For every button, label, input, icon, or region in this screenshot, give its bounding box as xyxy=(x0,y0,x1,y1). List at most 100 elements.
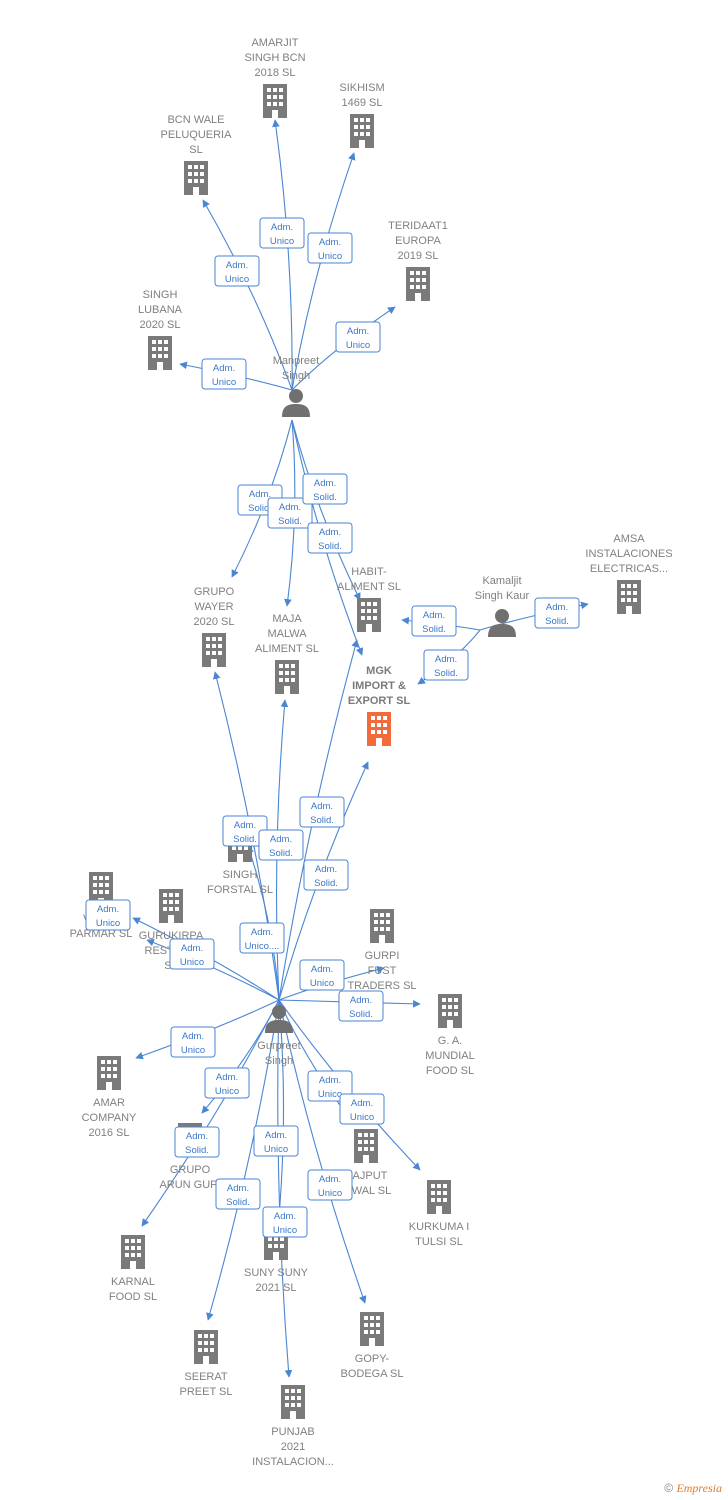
badge-box xyxy=(299,796,345,828)
node-label: Gurpreet xyxy=(257,1040,300,1052)
building-icon xyxy=(370,909,394,943)
node-label: G. A. xyxy=(438,1035,462,1047)
relation-badge-gurpreet-forstal[interactable]: Adm.Unico.... xyxy=(239,922,285,954)
node-habit[interactable]: HABIT-ALIMENT SL xyxy=(337,566,401,632)
node-label: 2020 SL xyxy=(194,616,235,628)
relation-badge-gurpreet-amar[interactable]: Adm.Unico xyxy=(170,1026,216,1058)
edge-gurpreet-seerat xyxy=(206,999,280,1321)
node-label: IMPORT & xyxy=(352,680,406,692)
node-label: SINGH BCN xyxy=(244,52,305,64)
relation-badge-gurpreet-kurkuma[interactable]: Adm.Unico xyxy=(339,1093,385,1125)
relation-badge-gurpreet-gopy[interactable]: Adm.Unico xyxy=(262,1206,308,1238)
edge-manpreet-sikhism xyxy=(291,152,356,391)
badge-label: Solid. xyxy=(269,848,293,859)
relation-badge-gurpreet-arungupi[interactable]: Adm.Unico xyxy=(204,1067,250,1099)
relation-badge-gurpreet-majamalwa[interactable]: Adm.Solid. xyxy=(258,829,304,861)
badge-label: Adm. xyxy=(97,904,119,915)
node-label: TRADERS SL xyxy=(347,980,416,992)
node-label: EUROPA xyxy=(395,235,441,247)
edge-gurpreet-gurukirpa xyxy=(146,938,280,1001)
badge-label: Adm. xyxy=(249,489,271,500)
badge-label: Adm. xyxy=(319,1174,341,1185)
relation-badge-kamaljit-mgk[interactable]: Adm.Solid. xyxy=(423,649,469,681)
building-icon xyxy=(121,1235,145,1269)
relation-badge-gurpreet-karnal[interactable]: Adm. Solid. xyxy=(174,1126,220,1158)
node-label: Singh xyxy=(265,1055,293,1067)
edge-manpreet-bcnwale xyxy=(202,199,293,391)
relation-badge-manpreet-sikhism[interactable]: Adm.Unico xyxy=(307,232,353,264)
badge-label: Unico xyxy=(318,1089,342,1100)
relation-badge-gurpreet-gurpi[interactable]: Adm.Unico xyxy=(299,959,345,991)
building-icon xyxy=(281,1385,305,1419)
node-label: SEERAT xyxy=(184,1371,227,1383)
node-label: 1469 SL xyxy=(342,97,383,109)
node-amsa[interactable]: AMSAINSTALACIONESELECTRICAS... xyxy=(585,533,673,614)
brand-logo[interactable]: Empresia xyxy=(676,1481,722,1495)
node-label: Singh Kaur xyxy=(475,590,530,602)
badge-label: Solid. xyxy=(310,815,334,826)
relation-badge-gurpreet-mgk[interactable]: Adm.Solid. xyxy=(303,859,349,891)
badge-box xyxy=(307,522,353,554)
relation-badge-kamaljit-habit[interactable]: Adm.Solid. xyxy=(411,605,457,637)
relation-badge-gurpreet-gurukirpa[interactable]: Adm. Unico xyxy=(169,938,215,970)
relation-badge-gurpreet-virk[interactable]: Adm.Unico xyxy=(85,899,131,931)
badge-label: Solid. xyxy=(185,1145,209,1156)
node-label: GRUPO xyxy=(170,1164,211,1176)
relation-badge-manpreet-mgk[interactable]: Adm.Solid. xyxy=(307,522,353,554)
relation-badge-manpreet-habit[interactable]: Adm.Solid. xyxy=(302,473,348,505)
badge-box xyxy=(85,899,131,931)
badge-label: Adm. xyxy=(186,1131,208,1142)
node-gopy[interactable]: GOPY-BODEGA SL xyxy=(341,1312,404,1380)
badge-box xyxy=(201,358,247,390)
badge-box xyxy=(239,922,285,954)
badge-label: Unico xyxy=(264,1144,288,1155)
relation-badge-gurpreet-rajput[interactable]: Adm.Unico xyxy=(307,1070,353,1102)
relation-badge-gurpreet-suny[interactable]: Adm.Unico xyxy=(253,1125,299,1157)
edge-manpreet-habit xyxy=(291,419,361,601)
relation-badge-kamaljit-amsa[interactable]: Adm.Solid. xyxy=(534,597,580,629)
badge-label: Unico xyxy=(350,1112,374,1123)
node-punjab[interactable]: PUNJAB2021INSTALACION... xyxy=(252,1385,334,1468)
node-label: ALIMENT SL xyxy=(337,581,401,593)
badge-label: Unico xyxy=(270,236,294,247)
relation-badge-manpreet-teridaat[interactable]: Adm.Unico xyxy=(335,321,381,353)
relation-badge-manpreet-lubana[interactable]: Adm.Unico xyxy=(201,358,247,390)
badge-label: Unico xyxy=(318,1188,342,1199)
badge-label: Adm. xyxy=(226,260,248,271)
relation-badge-gurpreet-seerat[interactable]: Adm.Solid. xyxy=(215,1178,261,1210)
badge-label: Unico xyxy=(180,957,204,968)
building-icon xyxy=(350,114,374,148)
relation-badge-manpreet-majamalwa[interactable]: Adm.Solid. xyxy=(267,497,313,529)
node-label: SUNY SUNY xyxy=(244,1267,309,1279)
relation-badge-gurpreet-punjab[interactable]: Adm. Unico xyxy=(307,1169,353,1201)
badge-box xyxy=(335,321,381,353)
node-label: SINGH xyxy=(223,869,258,881)
badge-label: Adm. xyxy=(181,943,203,954)
node-label: TERIDAAT1 xyxy=(388,220,448,232)
relation-badge-manpreet-bcnwale[interactable]: Adm.Unico xyxy=(214,255,260,287)
relation-badge-gurpreet-habit[interactable]: Adm.Solid. xyxy=(299,796,345,828)
relation-badge-gurpreet-gamundial[interactable]: Adm.Solid. xyxy=(338,990,384,1022)
relation-badge-manpreet-amarjit[interactable]: Adm.Unico xyxy=(259,217,305,249)
